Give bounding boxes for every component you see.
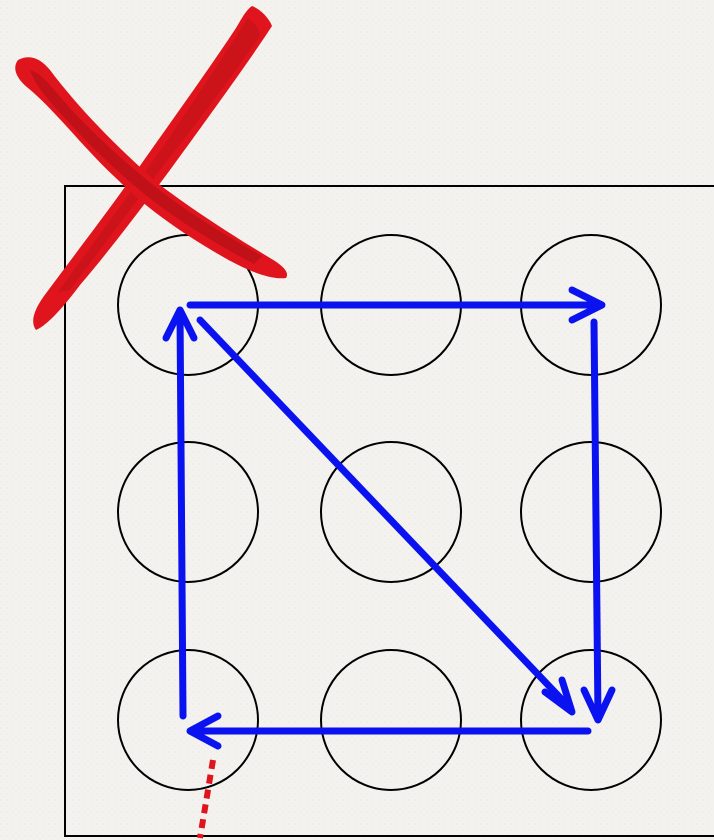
- arrow-right: [594, 322, 598, 718]
- arrow-left: [180, 312, 183, 716]
